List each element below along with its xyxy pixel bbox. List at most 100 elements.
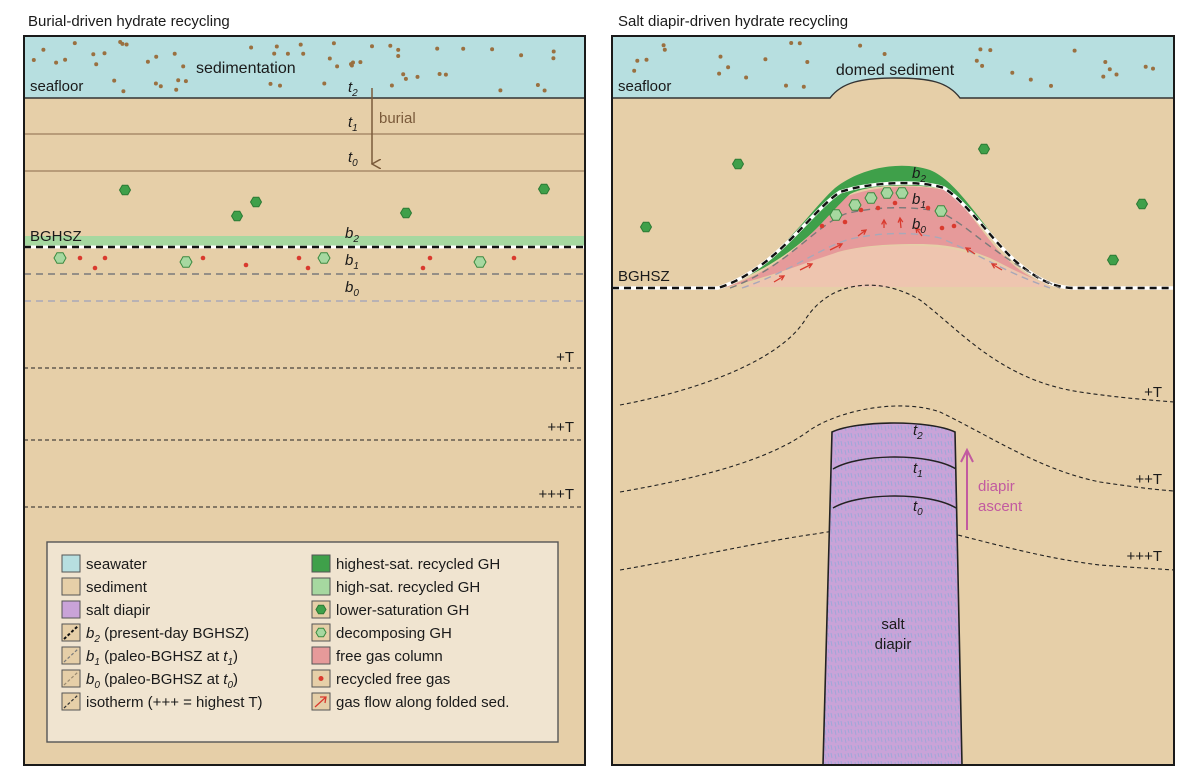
sediment-particle xyxy=(331,41,336,46)
legend-item-free-gas-column: free gas column xyxy=(311,646,443,665)
sediment-particle xyxy=(72,41,77,46)
decomposing-gh-marker xyxy=(864,192,878,204)
sediment-particle xyxy=(102,51,107,56)
diapir-t0-line xyxy=(832,495,957,509)
legend-item-isotherm: isotherm (+++ = highest T) xyxy=(61,692,262,711)
left-seafloor-label: seafloor xyxy=(30,78,83,95)
decomposing-gh-marker xyxy=(317,252,331,264)
lower-saturation-gh-marker xyxy=(977,143,991,155)
left-bghsz-label: BGHSZ xyxy=(30,228,82,245)
sediment-particle xyxy=(763,57,768,62)
decomposing-gh-icon xyxy=(315,627,327,638)
legend-label-b1: b1 (paleo-BGHSZ at t1) xyxy=(86,648,238,668)
recycled-free-gas-marker xyxy=(243,262,249,268)
legend-label-b0: b0 (paleo-BGHSZ at t0) xyxy=(86,671,238,691)
burial-label: burial xyxy=(379,110,416,127)
sediment-particle xyxy=(882,52,887,56)
recycled-free-gas-marker xyxy=(842,219,848,225)
sediment-particle xyxy=(121,89,126,94)
decomposing-gh-marker xyxy=(934,205,948,217)
left-sediment-particles xyxy=(31,40,556,94)
sediment-particle xyxy=(789,41,794,45)
sediment-particle xyxy=(63,57,68,62)
recycled-free-gas-marker xyxy=(420,265,426,271)
gas-flow-arrow xyxy=(964,247,976,255)
right-panel-title: Salt diapir-driven hydrate recycling xyxy=(618,13,848,30)
swatch-highest-sat-gh xyxy=(311,554,331,573)
right-sediment-particles xyxy=(632,41,1155,89)
legend-item-b1: b1 (paleo-BGHSZ at t1) xyxy=(61,646,238,668)
recycled-free-gas-marker xyxy=(951,223,957,229)
right-isotherm-1-label: +T xyxy=(1144,384,1162,401)
right-seafloor-label: seafloor xyxy=(618,78,671,95)
sediment-particle xyxy=(358,60,363,65)
right-seafloor-line xyxy=(612,77,1174,99)
sediment-particle xyxy=(349,63,354,68)
sediment-particle xyxy=(249,45,254,50)
left-seawater xyxy=(24,36,585,98)
sediment-particle xyxy=(54,60,59,65)
recycled-free-gas-icon xyxy=(318,676,324,681)
diapir-t1-line xyxy=(832,456,957,470)
sediment-particle xyxy=(174,87,179,92)
recycled-free-gas-marker xyxy=(511,255,517,261)
sediment-particle xyxy=(542,88,547,93)
decomposing-gh-marker xyxy=(895,187,909,199)
legend-item-b2: b2 (present-day BGHSZ) xyxy=(61,623,249,645)
legend-item-seawater: seawater xyxy=(61,554,147,573)
sediment-particle xyxy=(784,83,788,88)
sediment-particle xyxy=(285,51,290,56)
sediment-particle xyxy=(490,47,495,52)
swatch-seawater xyxy=(61,554,81,573)
sediment-particle xyxy=(1101,74,1106,79)
sediment-particle xyxy=(644,57,649,62)
sediment-particle xyxy=(551,56,556,61)
legend-label-recycled-free-gas: recycled free gas xyxy=(336,671,450,688)
recycled-free-gas-marker xyxy=(305,265,311,271)
sediment-particle xyxy=(112,78,117,83)
right-b0-label: b0 xyxy=(912,216,926,236)
lower-saturation-gh-marker xyxy=(230,210,244,222)
sediment-particle xyxy=(1010,70,1015,75)
lower-saturation-gh-marker xyxy=(249,196,263,208)
left-b2-label: b2 xyxy=(345,225,359,245)
sediment-particle xyxy=(176,78,181,83)
gas-flow-arrow xyxy=(990,263,1003,271)
recycled-free-gas-marker xyxy=(819,223,825,229)
sediment-particle xyxy=(1028,77,1033,82)
left-b1-label: b1 xyxy=(345,252,359,272)
sediment-particle xyxy=(94,62,99,67)
diapir-ascent-label-2: ascent xyxy=(978,498,1023,515)
legend-item-decomposing-gh: decomposing GH xyxy=(311,623,452,642)
sediment-particle xyxy=(1143,64,1148,69)
recycled-free-gas-marker xyxy=(925,205,931,211)
left-t2-label: t2 xyxy=(348,79,358,99)
diapir-ascent-label-1: diapir xyxy=(978,478,1015,495)
domed-sediment-label: domed sediment xyxy=(836,62,955,79)
gas-flow-icon xyxy=(314,696,327,708)
gas-flow-arrow xyxy=(897,216,904,229)
sediment-particle xyxy=(183,79,188,84)
left-t0-label: t0 xyxy=(348,149,358,169)
legend-item-sediment: sediment xyxy=(61,577,148,596)
recycled-free-gas-marker xyxy=(200,255,206,261)
right-hydrate-markers xyxy=(639,143,1149,266)
legend-box xyxy=(46,541,559,743)
sediment-particle xyxy=(1114,72,1119,77)
sediment-particle xyxy=(801,84,806,89)
legend-item-b0: b0 (paleo-BGHSZ at t0) xyxy=(61,669,238,691)
diapir-ascent-arrowhead xyxy=(960,447,974,463)
right-bghsz-label: BGHSZ xyxy=(618,268,670,285)
recycled-free-gas-marker xyxy=(92,265,98,271)
right-isotherm-2-label: ++T xyxy=(1135,471,1162,488)
sediment-particle xyxy=(718,54,723,59)
salt-diapir xyxy=(822,422,963,765)
sediment-particle xyxy=(401,72,406,77)
decomposing-gh-marker xyxy=(880,187,894,199)
lower-saturation-gh-marker xyxy=(1135,198,1149,210)
sediment-particle xyxy=(118,40,123,44)
sediment-particle xyxy=(797,41,802,46)
sediment-particle xyxy=(298,42,303,47)
recycled-free-gas-marker xyxy=(892,200,898,206)
